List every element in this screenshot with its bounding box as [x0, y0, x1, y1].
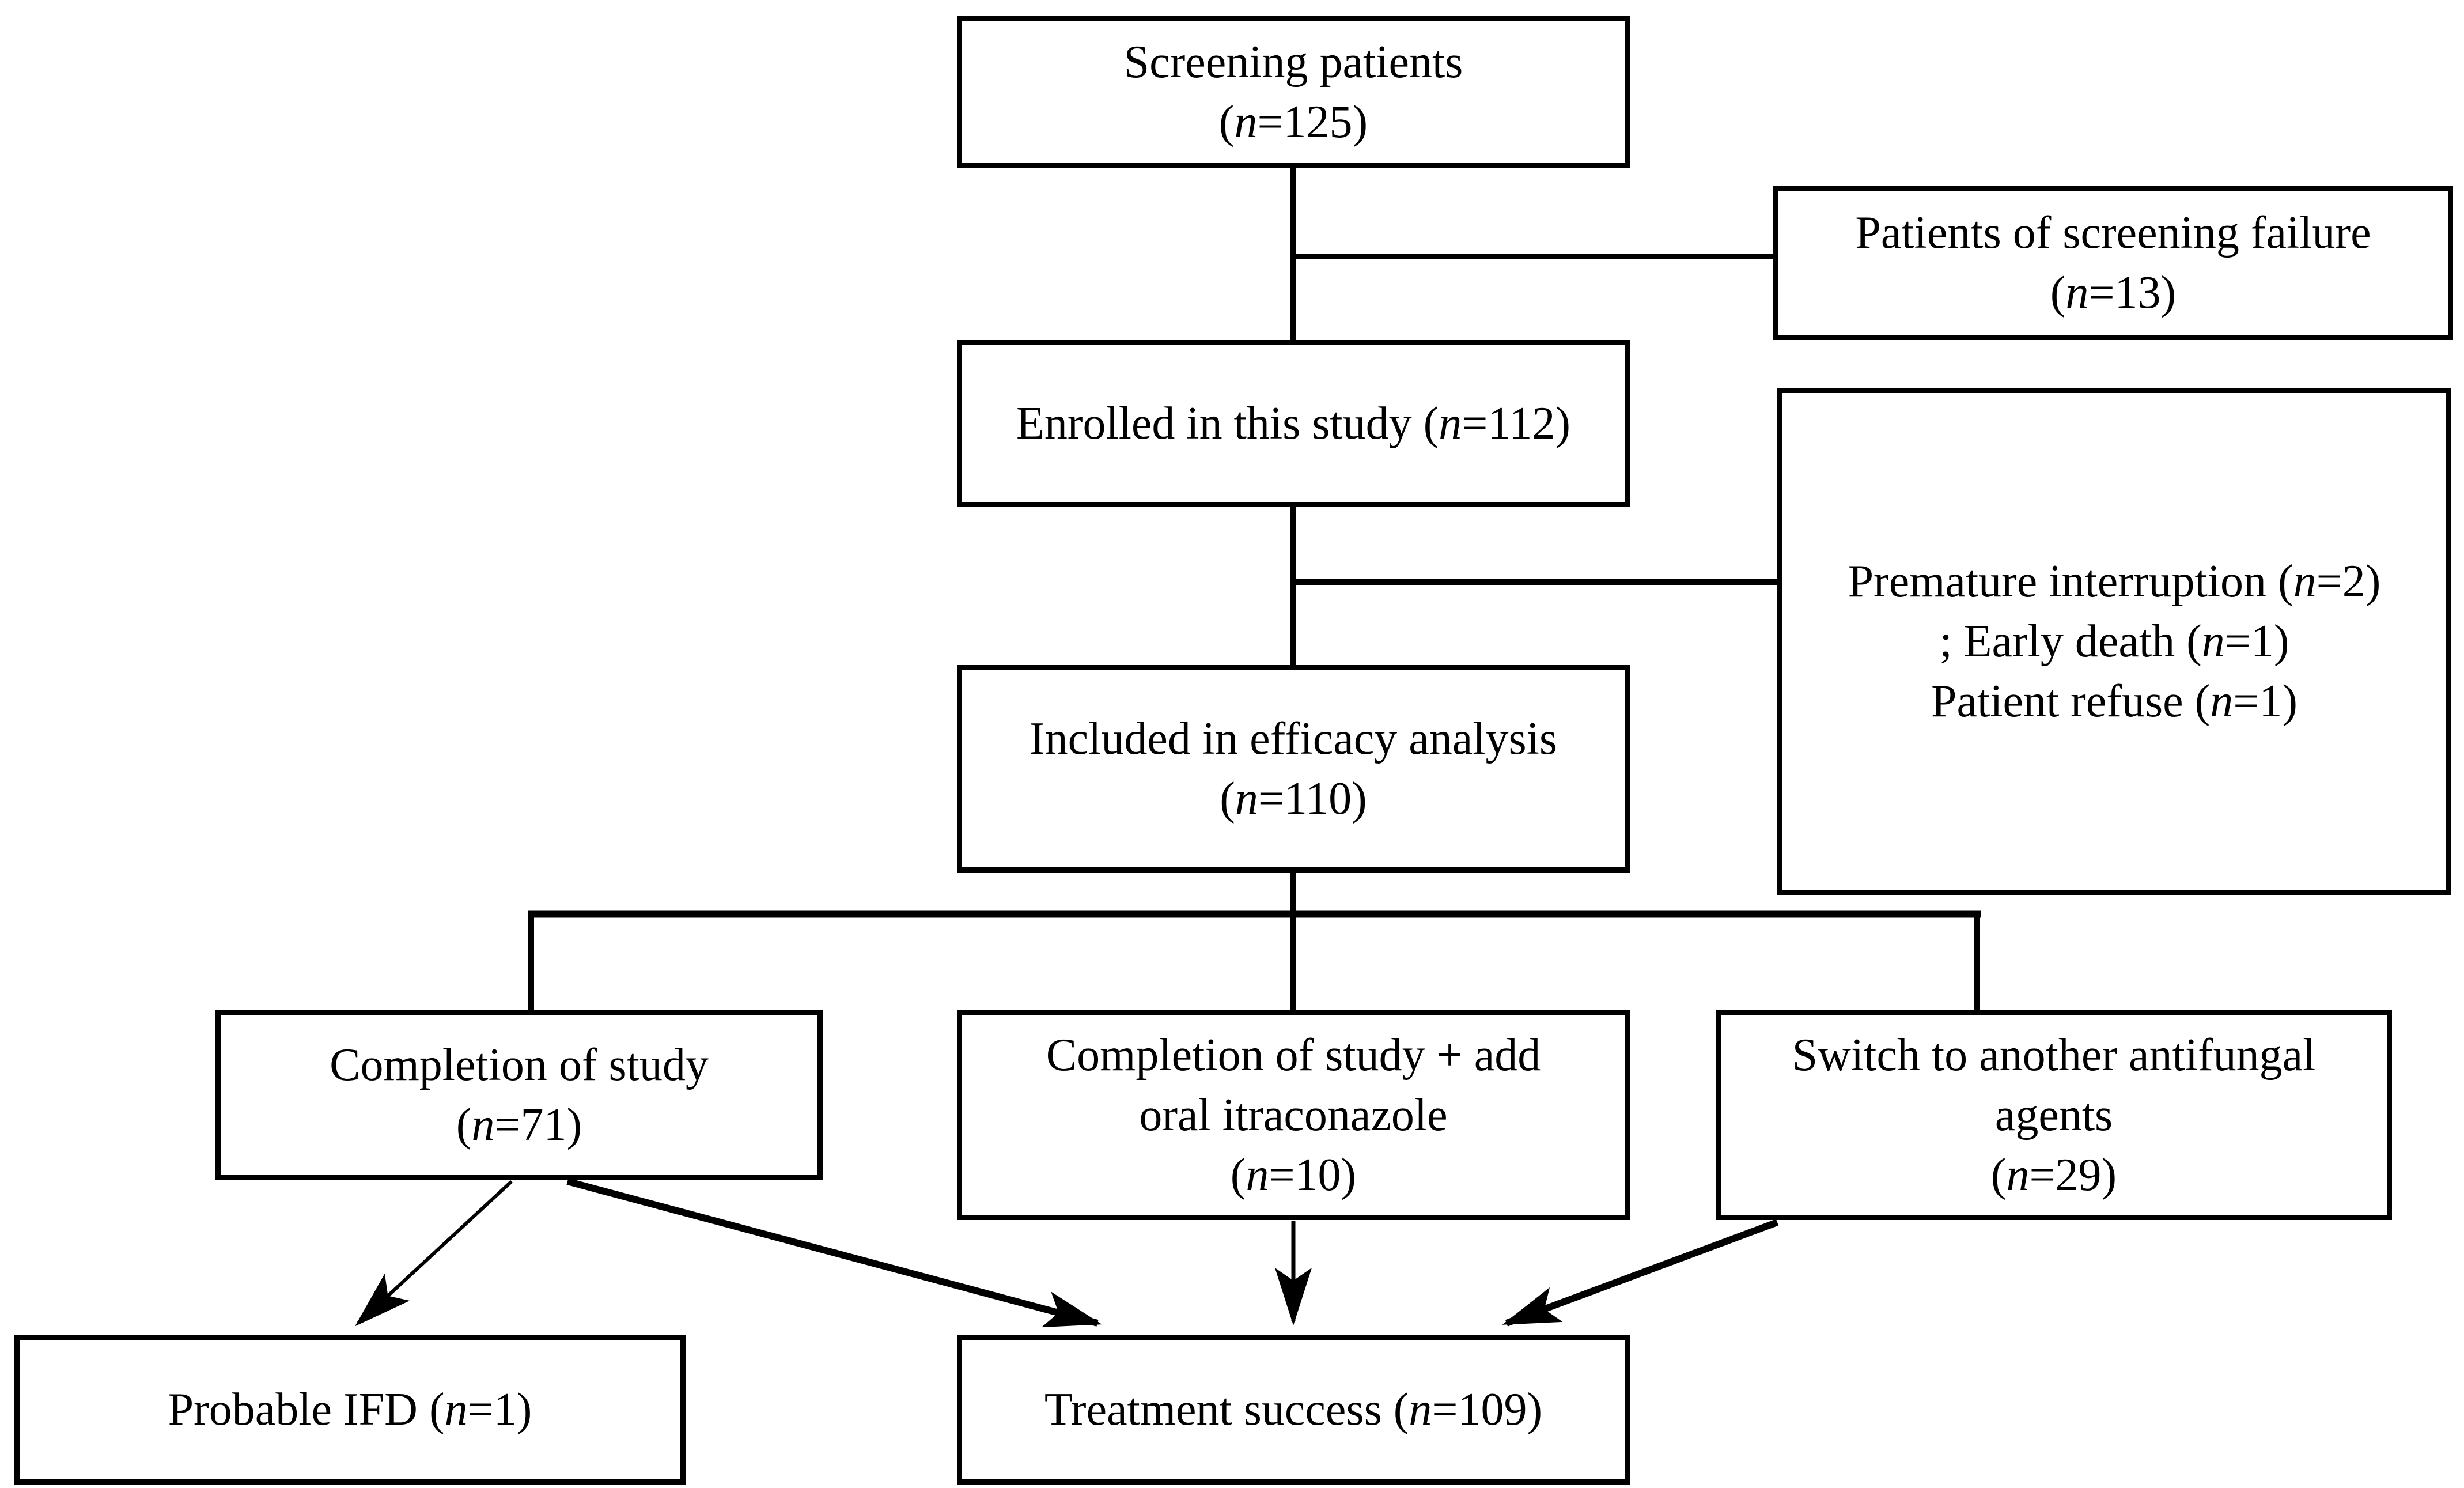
box-screening-count: (n=125): [1218, 97, 1368, 148]
box-premature-line1: Premature interruption (n=2): [1848, 556, 2381, 607]
box-failure-line: Patients of screening failure: [1855, 207, 2371, 258]
box-completion-add-itraconazole: Completion of study + add oral itraconaz…: [957, 1010, 1630, 1220]
box-premature-line3: Patient refuse (n=1): [1931, 676, 2298, 727]
box-completion-count: (n=71): [456, 1100, 582, 1150]
box-ifd-line: Probable IFD (n=1): [168, 1384, 532, 1435]
box-completion-of-study: Completion of study (n=71): [215, 1010, 823, 1180]
box-included-efficacy: Included in efficacy analysis (n=110): [957, 665, 1630, 873]
box-switch-line1: Switch to another antifungal: [1792, 1029, 2316, 1081]
box-premature-line2: ; Early death (n=1): [1939, 616, 2289, 667]
box-failure-count: (n=13): [2050, 267, 2177, 318]
box-treatment-success: Treatment success (n=109): [957, 1335, 1630, 1485]
box-success-line: Treatment success (n=109): [1044, 1384, 1543, 1435]
box-enrolled: Enrolled in this study (n=112): [957, 340, 1630, 507]
box-addoral-line1: Completion of study + add: [1046, 1029, 1541, 1081]
box-included-count: (n=110): [1220, 773, 1367, 824]
box-premature-interruption: Premature interruption (n=2) ; Early dea…: [1777, 388, 2451, 895]
box-completion-line: Completion of study: [330, 1040, 709, 1090]
arrow-completion-to-success: [566, 1178, 1102, 1328]
arrow-switch-to-success: [1502, 1219, 1779, 1327]
box-addoral-count: (n=10): [1230, 1149, 1357, 1200]
box-probable-ifd: Probable IFD (n=1): [14, 1335, 686, 1485]
box-enrolled-line: Enrolled in this study (n=112): [1016, 398, 1571, 449]
box-screening-failure: Patients of screening failure (n=13): [1773, 186, 2453, 340]
box-screening-patients: Screening patients (n=125): [957, 16, 1630, 168]
box-switch-count: (n=29): [1990, 1149, 2117, 1200]
box-screening-line: Screening patients: [1123, 37, 1463, 88]
box-switch-antifungal: Switch to another antifungal agents (n=2…: [1716, 1010, 2392, 1220]
box-switch-line2: agents: [1994, 1089, 2113, 1140]
box-included-line: Included in efficacy analysis: [1029, 713, 1557, 764]
arrow-completion-to-ifd: [355, 1180, 513, 1327]
box-addoral-line2: oral itraconazole: [1139, 1089, 1448, 1140]
